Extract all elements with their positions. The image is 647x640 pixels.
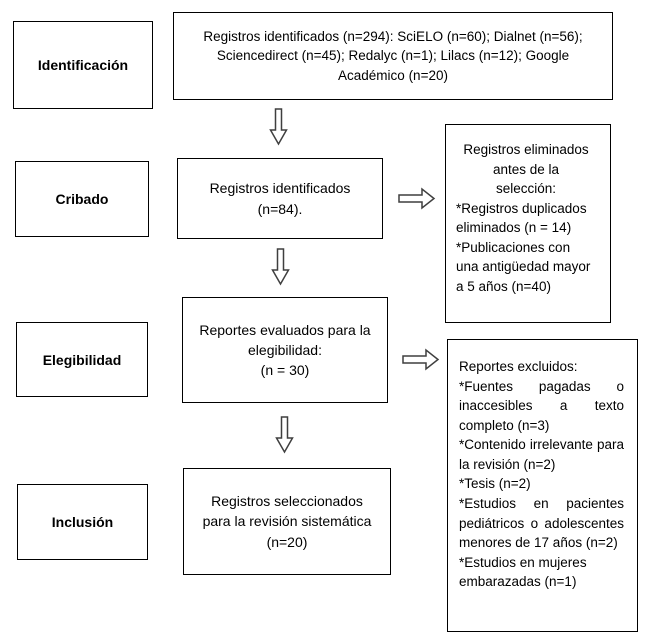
text-line: (n=84). bbox=[257, 200, 303, 217]
reports-excluded-bullet: *Estudios en mujeres embarazadas (n=1) bbox=[459, 554, 587, 590]
stage-label-identification: Identificación bbox=[37, 57, 129, 73]
text-line: antes de la bbox=[492, 161, 560, 177]
stage-box-eligibility: Elegibilidad bbox=[16, 322, 148, 397]
connector-identification-to-screening bbox=[269, 108, 288, 146]
text-line: Académico (n=20) bbox=[338, 67, 448, 83]
stage-box-inclusion: Inclusión bbox=[17, 484, 148, 560]
text-line: Registros eliminados bbox=[463, 142, 589, 157]
flow-box-records-selected: Registros seleccionados para la revisión… bbox=[183, 468, 391, 575]
reports-excluded-bullet: *Fuentes pagadas o inaccesibles a texto … bbox=[459, 378, 624, 433]
text-line: Reportes evaluados para la bbox=[199, 321, 371, 338]
arrow-down-icon bbox=[275, 416, 294, 454]
stage-label-inclusion: Inclusión bbox=[51, 514, 114, 530]
flow-box-reports-assessed: Reportes evaluados para la elegibilidad:… bbox=[182, 297, 388, 403]
text-line: elegibilidad: bbox=[248, 341, 322, 358]
records-removed-heading: Registros eliminados antes de la selecci… bbox=[456, 140, 596, 199]
arrow-right-icon bbox=[402, 348, 440, 371]
arrow-down-icon bbox=[271, 248, 290, 286]
text-line: (n = 30) bbox=[260, 362, 310, 379]
stage-box-screening: Cribado bbox=[15, 161, 149, 237]
side-box-reports-excluded: Reportes excluidos: *Fuentes pagadas o i… bbox=[447, 339, 638, 632]
connector-reports-to-excluded bbox=[402, 348, 440, 371]
text-line: Registros identificados bbox=[209, 180, 351, 197]
reports-excluded-bullet: *Contenido irrelevante para la revisión … bbox=[459, 437, 624, 472]
reports-excluded-heading: Reportes excluidos: bbox=[459, 359, 578, 374]
reports-excluded-bullet: *Tesis (n=2) bbox=[459, 476, 531, 492]
reports-excluded-bullet: *Estudios en pacientes pediátricos o ado… bbox=[459, 495, 624, 551]
flow-box-records-identified: Registros identificados (n=84). bbox=[177, 158, 383, 239]
stage-box-identification: Identificación bbox=[13, 21, 153, 109]
connector-screening-to-eligibility bbox=[271, 248, 290, 286]
stage-label-screening: Cribado bbox=[55, 191, 109, 207]
text-line: selección: bbox=[495, 181, 557, 197]
stage-label-eligibility: Elegibilidad bbox=[42, 351, 122, 368]
arrow-right-icon bbox=[398, 187, 436, 210]
records-removed-bullet: *Registros duplicados eliminados (n = 14… bbox=[456, 200, 587, 236]
arrow-down-icon bbox=[269, 108, 288, 146]
connector-eligibility-to-inclusion bbox=[275, 416, 294, 454]
records-removed-bullet: *Publicaciones con una antigüedad mayor … bbox=[456, 239, 591, 294]
flow-box-identified-sources: Registros identificados (n=294): SciELO … bbox=[173, 12, 613, 100]
text-line: para la revisión sistemática bbox=[202, 513, 372, 530]
text-line: (n=20) bbox=[266, 533, 308, 550]
text-line: Registros seleccionados bbox=[211, 493, 363, 510]
text-line: Registros identificados (n=294): SciELO … bbox=[203, 28, 583, 44]
connector-records-to-removed bbox=[398, 187, 436, 210]
text-line: Sciencedirect (n=45); Redalyc (n=1); Lil… bbox=[216, 48, 570, 64]
side-box-records-removed: Registros eliminados antes de la selecci… bbox=[445, 124, 611, 323]
